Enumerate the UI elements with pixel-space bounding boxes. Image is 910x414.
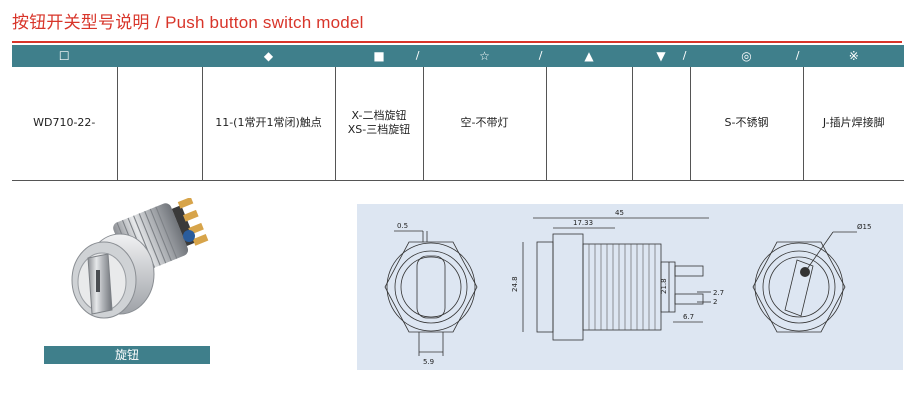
table-cell — [632, 67, 691, 181]
table-cell — [117, 67, 203, 181]
model-code-table: ☐ ◆ ■/ ☆/ ▲ ▼/ ◎/ ※ WD710-22- 11-(1常开1常闭… — [12, 45, 904, 181]
dim-diameter-15: Ø15 — [857, 223, 871, 231]
title-chinese: 按钮开关型号说明 — [12, 13, 150, 33]
header-cell: ▲ — [546, 45, 633, 67]
dim-2: 2 — [713, 298, 717, 306]
dim-17-33: 17.33 — [573, 219, 593, 227]
hex-nut-front-left — [384, 241, 478, 333]
header-cell: ☐ — [12, 45, 118, 67]
table-cell: 空-不带灯 — [423, 67, 547, 181]
dimension-drawing: 0.5 5.9 45 17.33 24.8 21.8 2.7 2 6.7 Ø15 — [357, 204, 903, 370]
table-cell: 11-(1常开1常闭)触点 — [202, 67, 336, 181]
photo-caption: 旋钮 — [44, 346, 210, 364]
header-cell: ◆ — [202, 45, 336, 67]
page-title: 按钮开关型号说明 / Push button switch model — [12, 8, 364, 33]
header-cell: ◎/ — [690, 45, 804, 67]
table-cell: WD710-22- — [12, 67, 118, 181]
table-cell — [546, 67, 633, 181]
dim-2-7: 2.7 — [713, 289, 724, 297]
header-cell: ☆/ — [423, 45, 547, 67]
header-cell: ▼/ — [632, 45, 691, 67]
hex-nut-front-right — [752, 241, 846, 333]
table-header-row: ☐ ◆ ■/ ☆/ ▲ ▼/ ◎/ ※ — [12, 45, 904, 67]
dim-5-9: 5.9 — [423, 358, 434, 366]
header-cell: ■/ — [335, 45, 424, 67]
table-cell: S-不锈钢 — [690, 67, 804, 181]
title-underline — [12, 41, 902, 43]
product-photo — [71, 198, 209, 319]
title-english: / Push button switch model — [155, 13, 364, 32]
dim-24-8: 24.8 — [511, 276, 519, 292]
dim-45: 45 — [615, 209, 624, 217]
table-cell: J-插片焊接脚 — [803, 67, 904, 181]
dim-0-5: 0.5 — [397, 222, 408, 230]
header-cell: ※ — [803, 45, 904, 67]
header-cell — [117, 45, 203, 67]
dim-21-8: 21.8 — [660, 278, 668, 294]
dim-6-7: 6.7 — [683, 313, 694, 321]
